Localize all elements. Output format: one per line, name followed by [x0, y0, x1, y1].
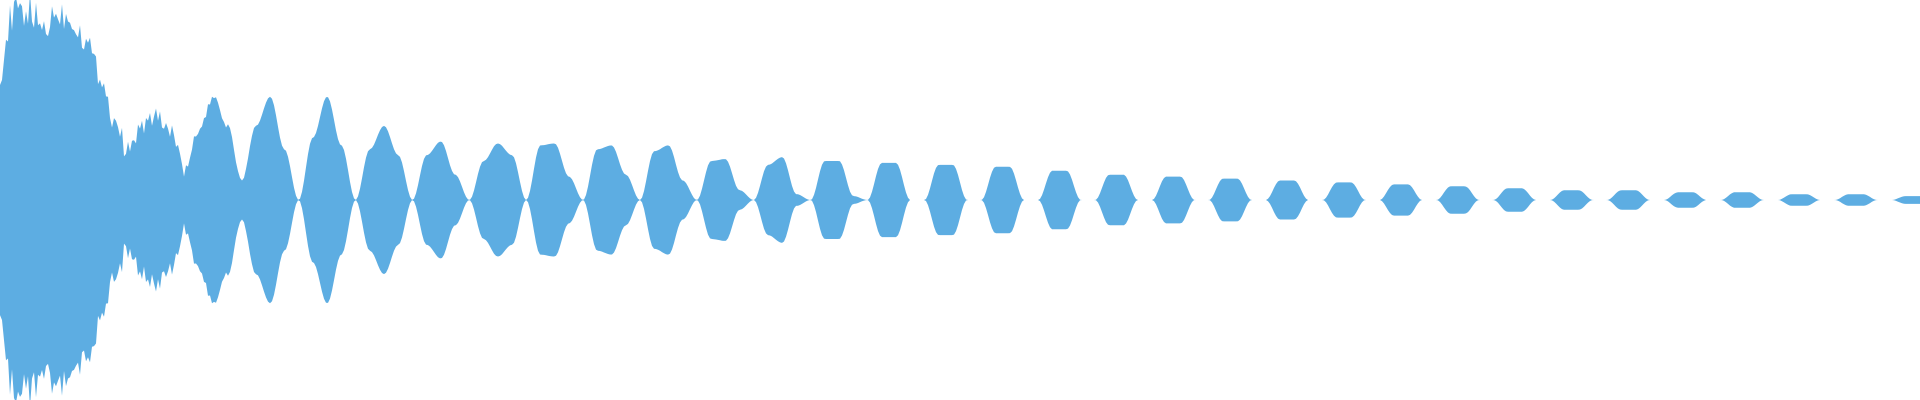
audio-waveform: [0, 0, 1920, 400]
waveform-view: [0, 0, 1920, 400]
waveform-shape: [0, 0, 1920, 400]
